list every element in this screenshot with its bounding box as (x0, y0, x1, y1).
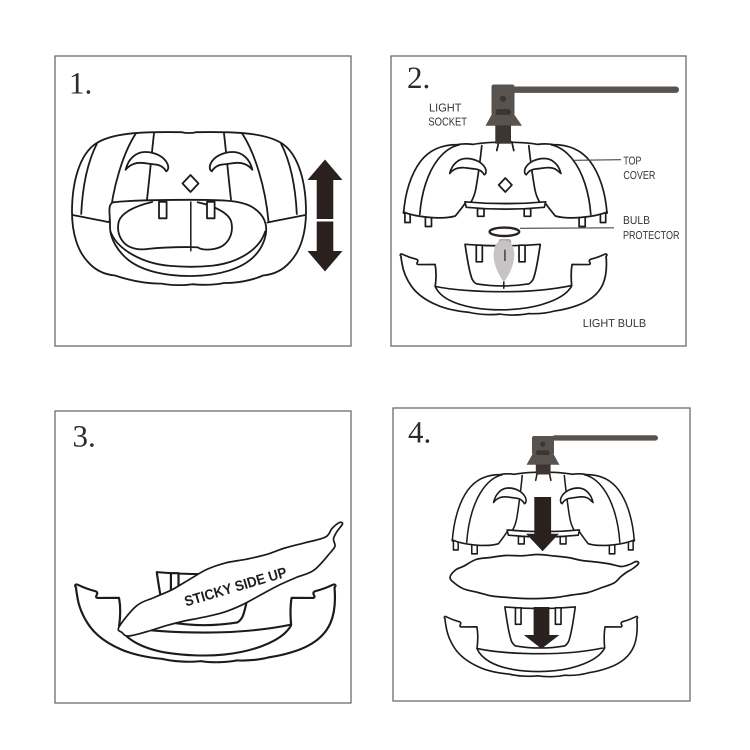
svg-text:LIGHT: LIGHT (429, 103, 462, 115)
svg-text:PROTECTOR: PROTECTOR (623, 230, 680, 242)
svg-text:COVER: COVER (623, 170, 655, 182)
svg-text:TOP: TOP (623, 155, 641, 167)
svg-text:SOCKET: SOCKET (428, 117, 467, 129)
svg-text:4.: 4. (408, 415, 431, 450)
svg-text:LIGHT BULB: LIGHT BULB (583, 318, 647, 330)
svg-text:1.: 1. (69, 66, 92, 101)
svg-text:BULB: BULB (623, 215, 650, 227)
svg-text:2.: 2. (407, 60, 430, 95)
svg-text:3.: 3. (73, 419, 96, 454)
